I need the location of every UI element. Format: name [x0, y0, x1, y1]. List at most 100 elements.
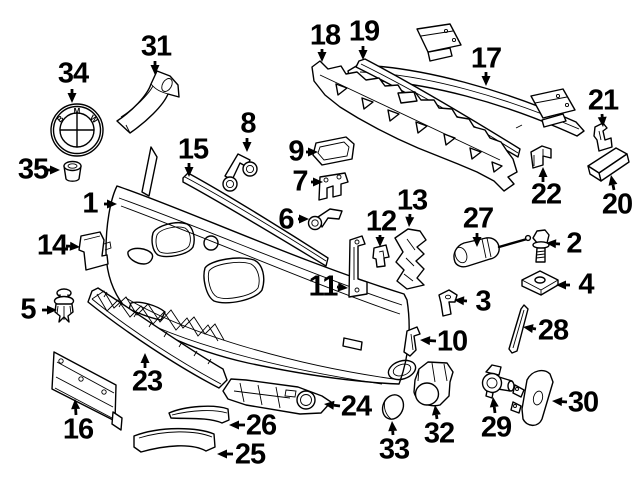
callout-arrow-line-32 — [435, 414, 439, 420]
bracket-7 — [318, 172, 349, 201]
emblem-letter-w: W — [88, 113, 100, 125]
callout-label-12: 12 — [365, 205, 397, 238]
callout-label-30: 30 — [567, 386, 599, 419]
impact-absorber — [311, 60, 518, 192]
callout-arrows — [42, 46, 618, 459]
callout-label-2: 2 — [566, 227, 582, 260]
callout-arrow-head-7 — [313, 177, 323, 187]
hook-8 — [222, 153, 258, 192]
bracket-3 — [438, 289, 458, 317]
callout-label-5: 5 — [20, 293, 36, 326]
callout-label-15: 15 — [177, 133, 209, 166]
callout-label-8: 8 — [240, 107, 256, 140]
lower-grille — [87, 287, 228, 389]
temp-sensor — [453, 234, 532, 268]
callout-arrow-head-17 — [481, 76, 491, 86]
bracket-10 — [403, 326, 421, 357]
callout-arrow-head-11 — [337, 282, 348, 292]
callout-arrow-head-20 — [608, 175, 618, 186]
callout-arrow-head-15 — [184, 167, 194, 177]
callout-label-13: 13 — [396, 184, 428, 217]
sensor-29 — [481, 364, 515, 399]
callout-arrow-head-28 — [523, 324, 534, 333]
trim-strip-26 — [168, 405, 230, 424]
callout-arrow-head-13 — [405, 216, 415, 227]
clip-22 — [530, 145, 552, 169]
callout-label-25: 25 — [234, 438, 266, 471]
bracket-13 — [394, 228, 427, 290]
callout-arrow-head-18 — [317, 52, 327, 62]
side-strip-28 — [508, 304, 529, 354]
callout-arrow-head-21 — [597, 116, 607, 127]
trim-strip-25 — [133, 427, 216, 453]
callout-arrow-head-14 — [69, 241, 80, 251]
callout-label-6: 6 — [278, 203, 294, 236]
emblem-letter-m: M — [74, 107, 81, 116]
grommet — [63, 160, 82, 182]
pdc-sensor — [413, 361, 454, 407]
callout-label-7: 7 — [292, 165, 308, 198]
bracket-11 — [348, 235, 368, 298]
clip-nut — [521, 270, 559, 296]
trim-strip-upper — [182, 172, 329, 267]
callout-label-14: 14 — [36, 229, 68, 262]
callout-label-26: 26 — [245, 409, 277, 442]
callout-label-4: 4 — [578, 268, 594, 301]
bracket-air-duct — [116, 70, 180, 134]
callout-label-24: 24 — [340, 390, 372, 423]
callout-arrow-head-5 — [47, 305, 57, 315]
lateral-support — [222, 378, 332, 415]
callout-arrow-head-34 — [67, 93, 77, 103]
callout-label-32: 32 — [423, 417, 455, 450]
callout-arrow-head-35 — [50, 165, 60, 175]
callout-arrow-line-29 — [492, 406, 497, 414]
callout-label-19: 19 — [348, 15, 380, 48]
clip-21 — [593, 122, 613, 152]
clip-12 — [372, 244, 390, 268]
callout-label-16: 16 — [62, 413, 94, 446]
callout-label-33: 33 — [378, 433, 410, 466]
callout-arrow-head-9 — [308, 147, 318, 157]
callout-label-22: 22 — [530, 178, 562, 211]
callout-arrow-head-32 — [431, 405, 441, 416]
callout-label-28: 28 — [537, 314, 569, 347]
license-plate-base — [51, 351, 123, 431]
callout-label-18: 18 — [309, 19, 341, 52]
callout-arrow-head-4 — [556, 280, 566, 290]
callout-arrow-head-3 — [454, 296, 465, 306]
callout-arrow-head-29 — [489, 397, 499, 408]
callout-label-10: 10 — [436, 325, 468, 358]
callout-arrow-head-31 — [150, 65, 160, 75]
side-reflector — [510, 369, 554, 427]
callout-label-11: 11 — [308, 270, 339, 303]
callout-label-29: 29 — [480, 411, 512, 444]
callout-arrow-head-2 — [546, 239, 557, 249]
callout-arrow-head-16 — [71, 399, 81, 410]
callout-label-9: 9 — [288, 135, 304, 168]
callout-arrow-head-10 — [420, 336, 431, 346]
callout-arrow-head-24 — [324, 400, 335, 410]
callout-label-1: 1 — [82, 187, 98, 220]
callout-arrow-head-22 — [538, 167, 548, 177]
callout-arrow-head-1 — [107, 199, 117, 209]
callout-arrow-head-8 — [242, 142, 252, 152]
callout-label-23: 23 — [131, 365, 163, 398]
callout-label-21: 21 — [587, 84, 619, 117]
callout-arrow-line-24 — [333, 403, 341, 408]
callout-label-3: 3 — [475, 285, 491, 318]
callout-arrow-head-30 — [552, 397, 563, 407]
callout-label-31: 31 — [140, 30, 172, 63]
callout-label-17: 17 — [470, 42, 502, 75]
expanding-rivet — [53, 288, 75, 323]
callout-arrow-line-20 — [611, 184, 616, 191]
bolt — [532, 229, 550, 263]
cover-plate-9 — [312, 136, 355, 166]
callout-arrow-head-12 — [375, 237, 385, 247]
callout-arrow-head-26 — [229, 420, 239, 430]
callout-arrow-head-6 — [299, 214, 309, 224]
bmw-emblem: B M W — [50, 103, 104, 157]
pad-20 — [587, 147, 630, 182]
callout-label-27: 27 — [462, 202, 494, 235]
